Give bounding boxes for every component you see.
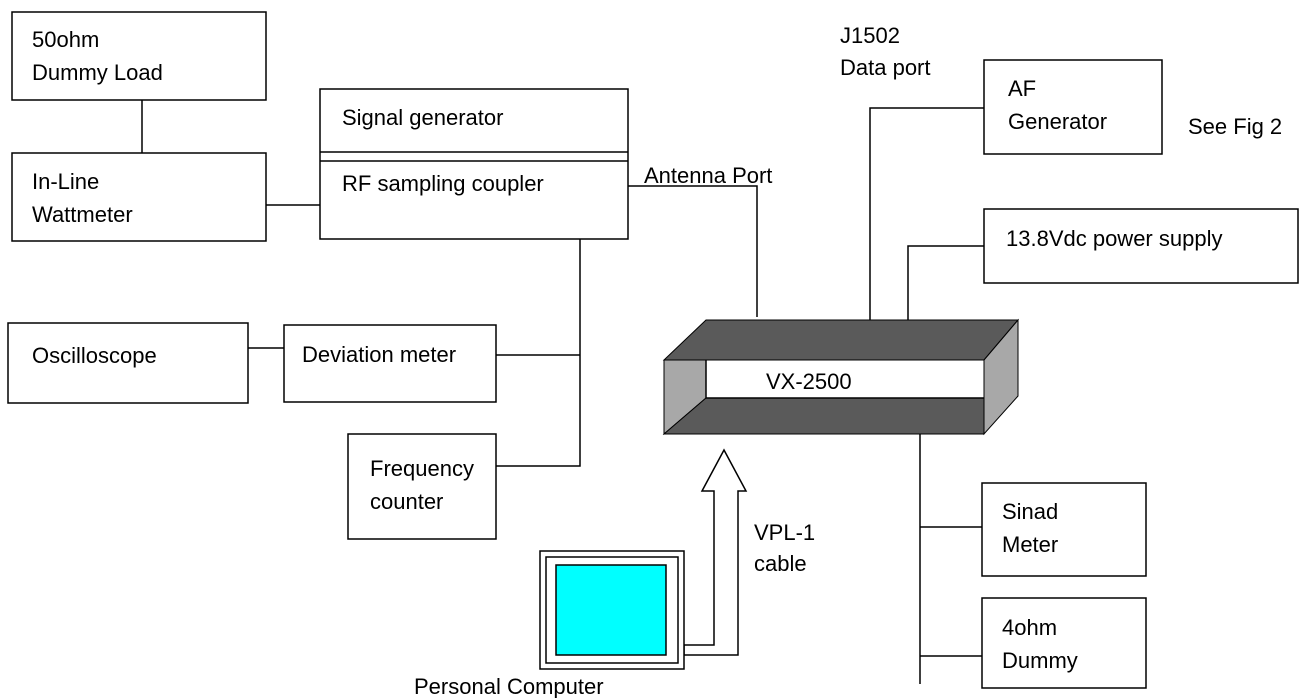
dummy-load-label-line1: 50ohm [32, 27, 99, 52]
personal-computer-label: Personal Computer [414, 674, 604, 698]
sinad-meter-label-line1: Sinad [1002, 499, 1058, 524]
dummy-load-50ohm-block: 50ohm Dummy Load [11, 11, 267, 101]
wattmeter-label-line1: In-Line [32, 169, 99, 194]
radio-bottom-face [662, 397, 985, 435]
vpl-cable-label-line2: cable [754, 551, 807, 576]
oscilloscope-block: Oscilloscope [7, 322, 249, 404]
deviation-meter-label: Deviation meter [302, 342, 456, 367]
vx2500-radio-block: VX-2500 [662, 318, 1020, 436]
frequency-counter-label-line1: Frequency [370, 456, 474, 481]
data-port-label-line2: Data port [840, 55, 931, 80]
af-generator-block: AF Generator [983, 59, 1163, 155]
dummy-4ohm-label-line2: Dummy [1002, 648, 1078, 673]
data-port-wire [869, 107, 984, 340]
dummy-4ohm-label-line1: 4ohm [1002, 615, 1057, 640]
deviation-meter-block: Deviation meter [283, 324, 497, 403]
power-supply-block: 13.8Vdc power supply [983, 208, 1299, 284]
dummy-4ohm-block: 4ohm Dummy [981, 597, 1147, 689]
radio-model-label: VX-2500 [766, 369, 852, 394]
dummy-load-label-line2: Dummy Load [32, 60, 163, 85]
radio-top-face [662, 319, 1020, 361]
antenna-port-label: Antenna Port [644, 163, 772, 188]
signal-generator-label: Signal generator [342, 105, 503, 130]
af-generator-label-line2: Generator [1008, 109, 1107, 134]
coupler-bus-wire [496, 239, 581, 467]
data-port-label-line1: J1502 [840, 23, 900, 48]
sinad-meter-block: Sinad Meter [981, 482, 1147, 577]
personal-computer-block [539, 550, 685, 670]
af-generator-label-line1: AF [1008, 76, 1036, 101]
sinad-meter-label-line2: Meter [1002, 532, 1058, 557]
computer-screen [555, 564, 667, 656]
power-supply-wire [907, 245, 984, 320]
see-fig-2-label: See Fig 2 [1188, 114, 1282, 139]
frequency-counter-block: Frequency counter [347, 433, 497, 540]
wattmeter-label-line2: Wattmeter [32, 202, 133, 227]
vpl-cable-arrow [683, 448, 748, 656]
power-supply-label: 13.8Vdc power supply [1006, 226, 1222, 251]
oscilloscope-label: Oscilloscope [32, 343, 157, 368]
wattmeter-block: In-Line Wattmeter [11, 152, 267, 242]
antenna-port-wire [628, 185, 758, 317]
frequency-counter-label-line2: counter [370, 489, 443, 514]
signal-generator-coupler-block: Signal generator RF sampling coupler [319, 88, 629, 240]
vpl-cable-label-line1: VPL-1 [754, 520, 815, 545]
rf-coupler-label: RF sampling coupler [342, 171, 544, 196]
